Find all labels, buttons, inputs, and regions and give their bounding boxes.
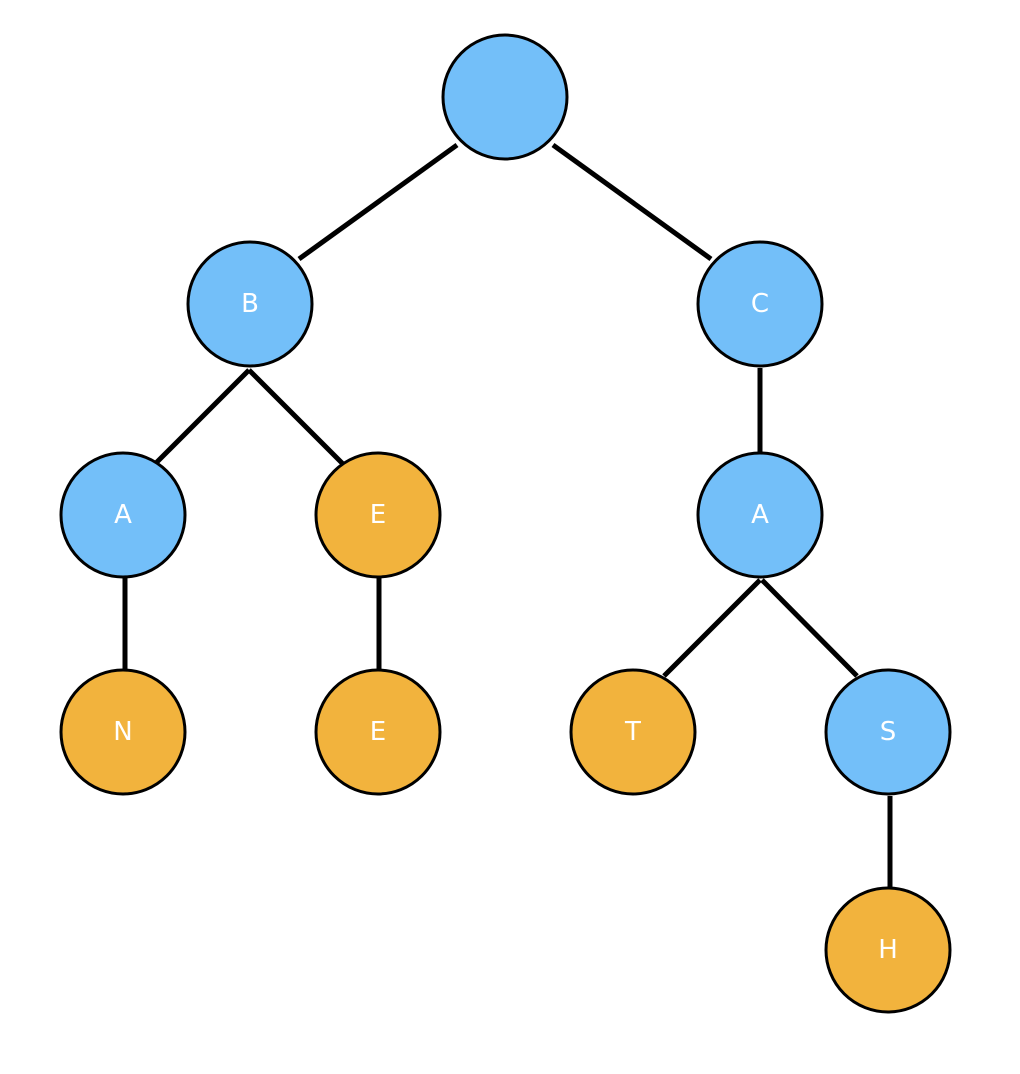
node-label: C — [751, 289, 769, 319]
node-root — [441, 33, 569, 161]
edge-root-b — [297, 142, 459, 262]
edge-root-c — [551, 142, 713, 262]
node-label: S — [880, 717, 897, 747]
node-b: B — [186, 240, 314, 368]
node-c: C — [696, 240, 824, 368]
node-label: A — [751, 500, 769, 530]
node-label: H — [878, 935, 898, 965]
node-label: T — [624, 717, 641, 747]
node-label: N — [113, 717, 132, 747]
edges — [122, 142, 893, 888]
node-b-a: A — [59, 451, 187, 579]
node-b-e: E — [314, 451, 442, 579]
node-c-a-t: T — [569, 668, 697, 796]
edge-b-e — [247, 368, 345, 466]
node-label: B — [241, 289, 259, 319]
nodes: B C A E A N E T — [59, 33, 952, 1014]
node-b-a-n: N — [59, 668, 187, 796]
node-label: E — [370, 717, 386, 747]
node-label: E — [370, 500, 386, 530]
edge-b-a — [153, 368, 251, 466]
node-label: A — [114, 500, 132, 530]
edge-a-s — [760, 578, 859, 678]
node-c-a: A — [696, 451, 824, 579]
edge-a-t — [662, 578, 762, 678]
node-c-a-s-h: H — [824, 886, 952, 1014]
node-b-e-e: E — [314, 668, 442, 796]
node-c-a-s: S — [824, 668, 952, 796]
